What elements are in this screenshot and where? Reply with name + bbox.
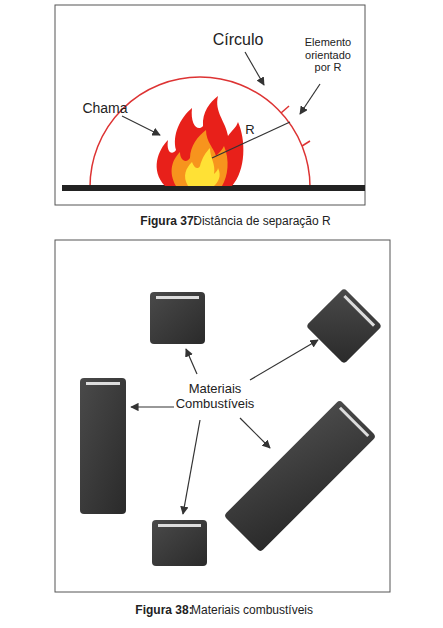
leader-arrow — [240, 418, 270, 448]
leader-arrow — [186, 349, 197, 374]
element-label: Elemento orientado por R — [297, 36, 359, 74]
label-text: Elemento orientado por R — [305, 36, 351, 73]
label-text: Materiais Combustíveis — [176, 381, 255, 411]
circle-label: Círculo — [213, 31, 264, 49]
leader-arrow — [300, 84, 320, 114]
leader-arrow — [245, 52, 264, 85]
combustible-block — [152, 520, 207, 566]
combustible-block — [306, 288, 382, 364]
leader-arrow — [122, 116, 160, 135]
label-text: Figura 38: — [135, 603, 192, 617]
radius-line — [212, 122, 290, 158]
label-text: Chama — [82, 100, 127, 116]
combustible-block — [150, 292, 205, 344]
element-tick — [281, 106, 289, 113]
figure-frame — [55, 240, 390, 592]
figure-caption: Distância de separação R — [193, 215, 330, 229]
leader-arrow — [131, 406, 174, 407]
label-text: R — [245, 122, 254, 137]
radius-label: R — [245, 123, 254, 138]
flame — [157, 96, 244, 186]
figure-number: Figura 38: — [135, 604, 192, 618]
materials-label: Materiais Combustíveis — [170, 382, 260, 412]
label-text: Distância de separação R — [193, 214, 330, 228]
figure-caption: Materiais combustíveis — [191, 604, 313, 618]
figure-frame — [55, 5, 365, 205]
combustible-block — [224, 400, 377, 553]
separation-circle — [90, 77, 310, 187]
leader-arrow — [250, 340, 318, 380]
figure-number: Figura 37: — [140, 215, 197, 229]
flame-label: Chama — [82, 100, 127, 116]
combustible-block — [80, 378, 126, 514]
leader-arrow — [183, 420, 200, 514]
label-text: Círculo — [213, 31, 264, 48]
label-text: Figura 37: — [140, 214, 197, 228]
label-text: Materiais combustíveis — [191, 603, 313, 617]
element-tick — [302, 141, 310, 146]
